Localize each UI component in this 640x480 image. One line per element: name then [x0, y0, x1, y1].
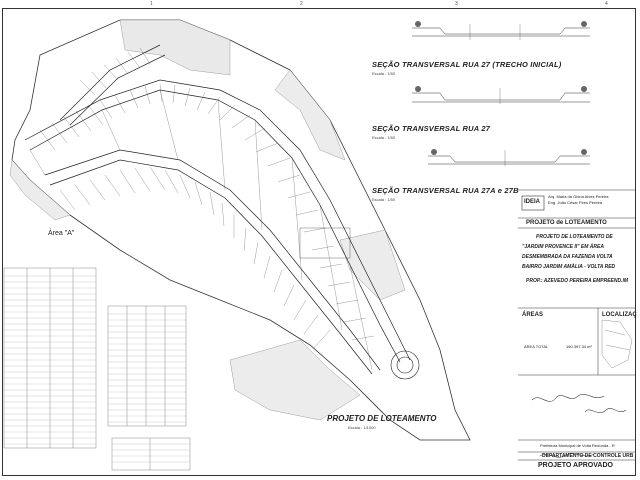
plan-note-box — [299, 227, 351, 259]
plan-title: PROJETO DE LOTEAMENTO — [327, 414, 437, 423]
streets — [24, 44, 411, 375]
architect-name: Arq. Maria da Glória Alves Pereira — [548, 194, 609, 199]
lot-lines — [29, 47, 375, 371]
company-name: IDEIA — [524, 199, 541, 205]
approval-status: PROJETO APROVADO — [538, 462, 613, 469]
grid-number: 2 — [300, 1, 303, 7]
title-block-lines — [518, 189, 636, 461]
table-rows — [4, 275, 190, 463]
hatched-areas — [9, 19, 406, 421]
areas-label: ÁREAS — [522, 312, 544, 318]
grid-number: 3 — [455, 1, 458, 7]
street-sections — [412, 24, 590, 166]
section-title-3: SEÇÃO TRANSVERSAL RUA 27A e 27B — [372, 186, 519, 195]
section-scale-3: Escala : 1/50 — [372, 197, 396, 202]
signature-scribbles — [531, 394, 627, 458]
description-line-2: "JARDIM PROVENCE II" EM ÁREA — [522, 244, 604, 250]
engineer-name: Eng. João César Pires Pereira — [548, 200, 603, 205]
owner-line: PROP.: AZEVEDO PEREIRA EMPREEND.IM — [526, 278, 629, 284]
description-line-3: DESMEMBRADA DA FAZENDA VOLTA — [522, 254, 613, 260]
location-sketch — [601, 319, 633, 369]
roundabout — [390, 350, 420, 380]
area-total-label: ÁREA TOTAL — [524, 344, 549, 349]
company-logo-mark — [521, 195, 545, 211]
grid-number: 1 — [150, 1, 153, 7]
section-title-1: SEÇÃO TRANSVERSAL RUA 27 (TRECHO INICIAL… — [372, 60, 562, 69]
section-title-2: SEÇÃO TRANSVERSAL RUA 27 — [372, 124, 491, 133]
area-total-value: 160.397,34 m² — [566, 344, 592, 349]
approval-city: Prefeitura Municipal de Volta Redonda - … — [540, 443, 615, 448]
section-trees — [415, 21, 587, 155]
lot-tables — [3, 267, 191, 471]
section-scale-2: Escala : 1/50 — [372, 135, 396, 140]
approval-department: DEPARTAMENTO DE CONTROLE URB — [542, 453, 634, 459]
grid-number: 4 — [605, 1, 608, 7]
localization-label: LOCALIZAÇ — [602, 312, 637, 318]
plan-area-label: Área "A" — [48, 230, 75, 237]
drawing-frame — [2, 8, 636, 476]
description-line-1: PROJETO DE LOTEAMENTO DE — [536, 234, 613, 240]
title-block-header: PROJETO de LOTEAMENTO — [526, 220, 607, 226]
description-line-4: BAIRRO JARDIM AMÁLIA - VOLTA RED — [522, 264, 616, 270]
section-scale-1: Escala : 1/50 — [372, 71, 396, 76]
plan-scale: Escala : 1/1000 — [348, 425, 376, 430]
